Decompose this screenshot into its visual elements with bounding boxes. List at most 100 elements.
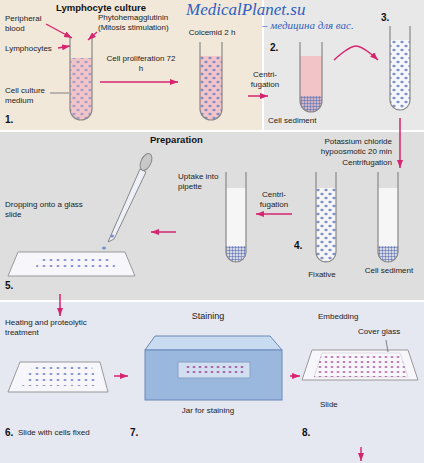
step-box: Dropping onto a glass slide 5. — [5, 150, 151, 294]
edge-label: Cell proliferation 72 h — [104, 54, 178, 73]
panel: PreparationCell sediment Fixative 4. Uptake… — [0, 132, 424, 300]
tube-3 — [390, 40, 410, 110]
step-text: Cover glass — [358, 327, 418, 337]
input-arrows — [360, 447, 361, 461]
step-box: StainingJar for staining 7. — [128, 308, 290, 445]
annotation: Centrifugation — [300, 158, 392, 168]
step-number: 8. — [302, 427, 314, 439]
tube-fixative — [316, 172, 336, 262]
embedded-slide — [314, 353, 408, 377]
staining-jar — [145, 350, 282, 400]
tube-1b — [200, 56, 222, 120]
pipette — [102, 152, 154, 250]
step-text: Staining — [128, 311, 288, 322]
annotation: Phytohemagglutinin (Mitosis stimulation) — [98, 13, 176, 32]
panel-backgrounds — [0, 132, 424, 300]
step-text: Cell sediment — [268, 116, 332, 126]
tube-2 — [300, 42, 322, 112]
tube-3 — [390, 26, 410, 110]
tube-3 — [390, 26, 410, 110]
process-arrow — [100, 81, 178, 83]
tube-centrifuged — [226, 172, 246, 262]
tube-1a — [70, 38, 92, 120]
process-arrow — [256, 213, 292, 215]
step-number: 6. — [5, 427, 17, 439]
staining-jar — [184, 365, 244, 375]
tube-centrifuged — [226, 172, 246, 262]
edge-label: Centri- fugation — [247, 70, 283, 89]
tube-fixative — [316, 172, 336, 262]
step-box: EmbeddingCover glassSlide 8. — [300, 308, 421, 445]
tube-fixative — [316, 188, 336, 262]
step-box: Uptake into pipette — [176, 168, 256, 296]
edge-label: Centri- fugation — [257, 190, 291, 209]
step-text: Uptake into pipette — [178, 172, 224, 191]
step-box: 3. — [378, 10, 421, 118]
glass-slide-5 — [8, 252, 135, 276]
pipette — [110, 235, 114, 238]
step-number: 4. — [294, 240, 306, 252]
step-number: 1. — [5, 114, 19, 126]
tube-sediment — [378, 188, 398, 262]
step-text: Fixative — [296, 270, 348, 280]
process-arrow — [114, 375, 128, 377]
pipette — [108, 169, 146, 242]
pipette — [102, 247, 106, 250]
tube-centrifuged — [226, 188, 246, 262]
edge-label: Potassium chloride hypoosmotic 20 min — [290, 137, 392, 156]
tube-fixative — [316, 188, 336, 262]
step-number: 7. — [130, 427, 142, 439]
input-arrows — [46, 24, 361, 461]
glass-slide-5 — [8, 252, 135, 276]
tube-3 — [390, 40, 410, 110]
leader-lines — [386, 340, 388, 352]
tube-1b — [200, 42, 222, 120]
step-box: Fixative 4. — [292, 168, 352, 296]
step-number: 5. — [5, 280, 19, 292]
pipette — [138, 152, 155, 173]
tube-sediment — [378, 172, 398, 262]
tube-1a — [70, 38, 92, 120]
panel-backgrounds — [0, 0, 262, 130]
input-arrows — [88, 32, 97, 40]
step-text: Jar for staining — [128, 406, 288, 416]
embedded-slide — [302, 350, 418, 380]
step-box: Peripheral bloodLymphocytesCell culture … — [3, 12, 100, 129]
embedded-slide — [314, 353, 408, 377]
step-text: Slide with cells fixed — [18, 428, 112, 438]
input-arrows — [58, 46, 70, 48]
step-box: Cell sediment — [358, 168, 422, 296]
glass-slide-5 — [34, 257, 118, 271]
process-arrow — [290, 375, 300, 377]
step-text: Cell sediment — [358, 266, 420, 276]
step-number: Preparation — [150, 134, 270, 145]
staining-jar — [145, 336, 282, 350]
process-arrow — [59, 294, 61, 316]
tube-1a — [70, 58, 92, 120]
step-text: Slide — [320, 400, 370, 410]
step-text: Dropping onto a glass slide — [5, 200, 85, 219]
glass-slide-6 — [8, 362, 108, 392]
step-box: Colcemid 2 h — [178, 26, 248, 124]
step-number: 2. — [270, 42, 284, 54]
tube-1a — [70, 58, 92, 120]
watermark: MedicalPlanet.su — [186, 0, 356, 20]
step-text: Colcemid 2 h — [178, 28, 246, 38]
staining-jar — [145, 336, 282, 400]
glass-slide-6 — [22, 367, 98, 386]
tube-sediment — [378, 172, 398, 262]
step-text: Cell culture medium — [5, 86, 51, 105]
process-arrow — [334, 46, 378, 60]
step-text: Lymphocytes — [5, 44, 67, 54]
tube-1b — [200, 56, 222, 120]
leader-lines — [50, 93, 69, 94]
step-text: Embedding — [318, 312, 398, 322]
process-arrow — [399, 118, 401, 168]
tube-2 — [300, 42, 322, 112]
tube-1b — [200, 42, 222, 120]
watermark: – медицина для вас. — [262, 19, 402, 32]
staining-jar — [178, 362, 250, 378]
glass-slide-6 — [8, 362, 108, 392]
